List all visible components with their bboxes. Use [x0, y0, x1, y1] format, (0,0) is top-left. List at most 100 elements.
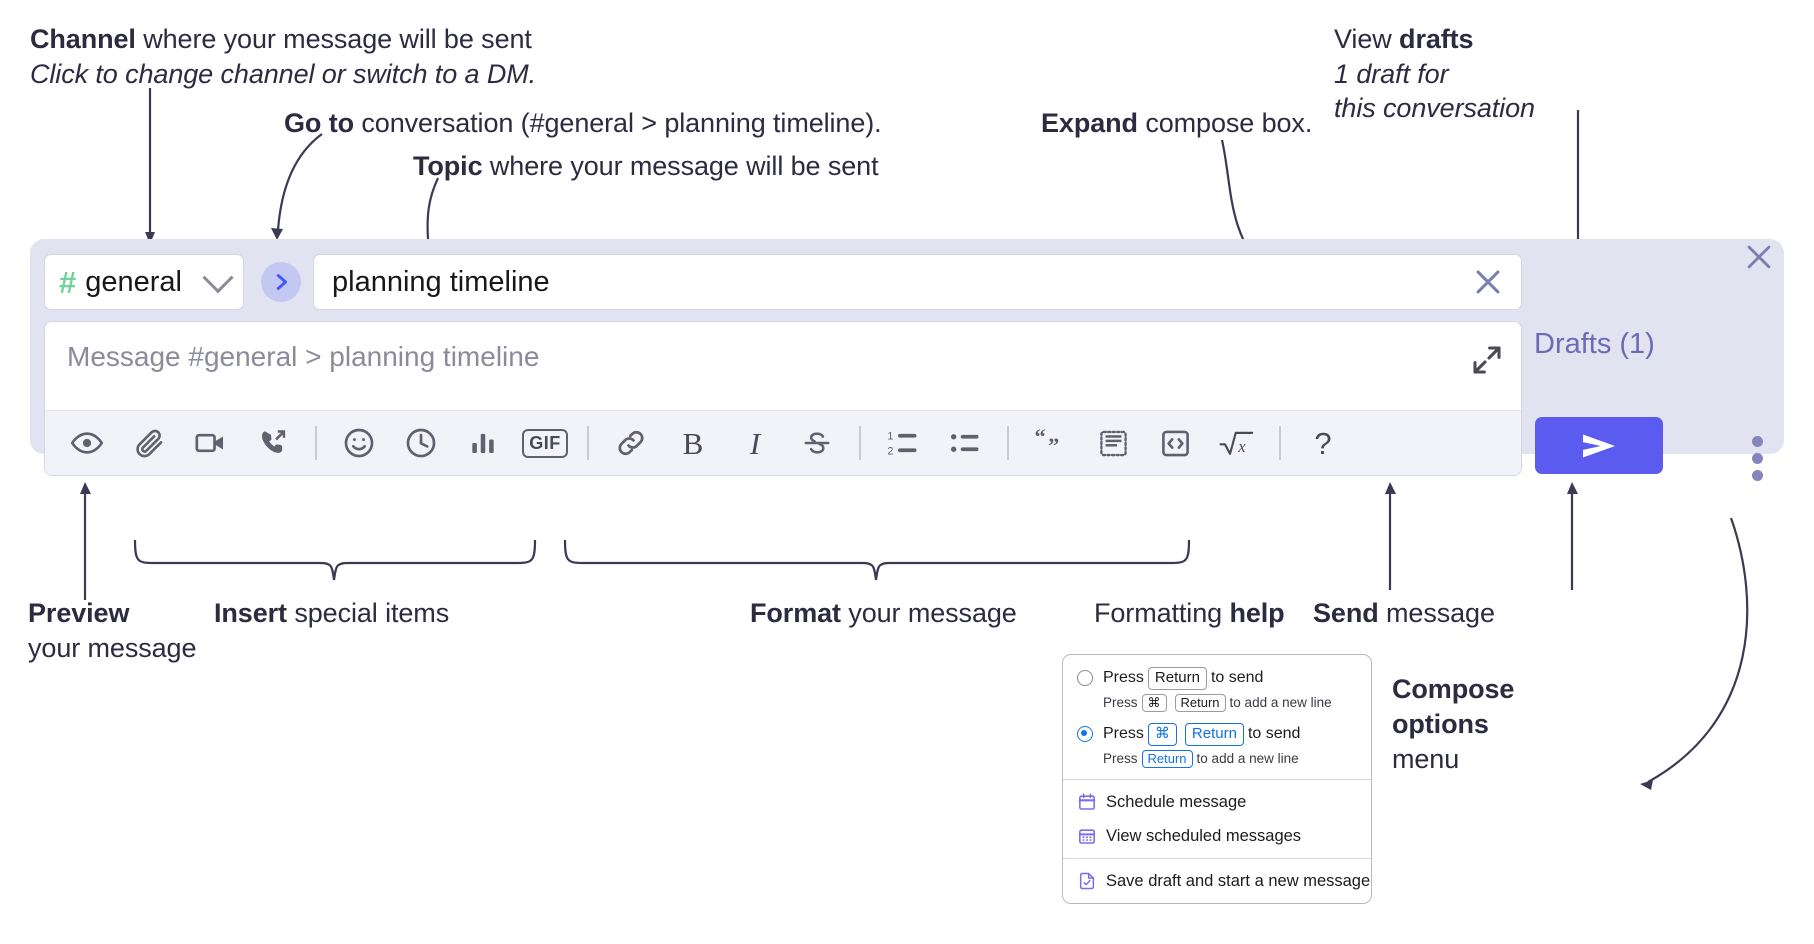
- message-input[interactable]: Message #general > planning timeline: [45, 322, 1521, 410]
- annotation-preview: Preview your message: [28, 596, 196, 665]
- annotation-help-pre: Formatting: [1094, 598, 1230, 628]
- annotation-help: Formatting help: [1094, 596, 1285, 631]
- drafts-link[interactable]: Drafts (1): [1534, 328, 1655, 360]
- opt1-sub-key-cmd: ⌘: [1141, 693, 1167, 712]
- menu-divider-1: [1063, 779, 1371, 780]
- calendar-list-icon: [1077, 826, 1097, 846]
- toolbar-divider-4: [1007, 426, 1009, 460]
- send-option-return-sub: Press ⌘ Return to add a new line: [1063, 691, 1371, 714]
- compose-widget: # general planning timeline Message #gen…: [30, 239, 1784, 476]
- annotation-help-bold: help: [1229, 598, 1285, 628]
- opt2-sub-post: to add a new line: [1196, 751, 1299, 767]
- help-icon[interactable]: ?: [1297, 417, 1349, 469]
- code-icon[interactable]: [1087, 417, 1139, 469]
- gif-icon[interactable]: GIF: [519, 417, 571, 469]
- expand-icon[interactable]: [1471, 344, 1503, 376]
- annotation-insert: Insert special items: [214, 596, 449, 631]
- annotation-preview-bold: Preview: [28, 598, 130, 628]
- topic-input[interactable]: planning timeline: [313, 254, 1522, 310]
- goto-conversation-button[interactable]: [261, 262, 301, 302]
- formatting-toolbar: GIF B I: [45, 410, 1521, 475]
- arrow-send: [1567, 482, 1578, 494]
- clock-icon[interactable]: [395, 417, 447, 469]
- hash-icon: #: [59, 264, 77, 300]
- radio-return[interactable]: [1077, 670, 1093, 687]
- annotation-send-bold: Send: [1313, 598, 1379, 628]
- help-label: ?: [1314, 425, 1332, 461]
- compose-options-button[interactable]: [1752, 436, 1766, 481]
- toolbar-divider-5: [1279, 426, 1281, 460]
- annotation-compose-options-line2: options: [1392, 709, 1489, 740]
- brace-insert: [133, 539, 537, 581]
- svg-text:”: ”: [1048, 433, 1059, 458]
- calendar-schedule-icon: [1077, 792, 1097, 812]
- link-icon[interactable]: [605, 417, 657, 469]
- preview-icon[interactable]: [61, 417, 113, 469]
- opt1-pre: Press: [1103, 669, 1144, 687]
- annotation-insert-rest: special items: [286, 598, 450, 628]
- kebab-dot-3: [1752, 470, 1763, 481]
- annotation-compose-options-line3: menu: [1392, 744, 1460, 775]
- svg-text:“: “: [1035, 425, 1046, 449]
- annotation-goto: Go to conversation (#general > planning …: [284, 106, 882, 141]
- chevron-down-icon: [202, 262, 234, 294]
- opt1-sub-post: to add a new line: [1229, 695, 1332, 711]
- video-icon[interactable]: [185, 417, 237, 469]
- annotation-compose-options-line1: Compose: [1392, 674, 1515, 704]
- strikethrough-icon[interactable]: [791, 417, 843, 469]
- toolbar-divider-1: [315, 426, 317, 460]
- poll-icon[interactable]: [457, 417, 509, 469]
- annotation-format: Format your message: [750, 596, 1017, 631]
- annotation-goto-rest: conversation (#general > planning timeli…: [353, 108, 882, 138]
- annotation-send-rest: message: [1378, 598, 1495, 628]
- menu-item-schedule-message[interactable]: Schedule message: [1063, 785, 1371, 819]
- close-icon[interactable]: [1471, 265, 1505, 299]
- channel-selector[interactable]: # general: [44, 254, 244, 310]
- save-draft-icon: [1077, 871, 1097, 891]
- send-option-return[interactable]: Press Return to send: [1063, 666, 1371, 691]
- annotation-format-bold: Format: [750, 598, 841, 628]
- annotation-send: Send message: [1313, 596, 1495, 631]
- attachment-icon[interactable]: [123, 417, 175, 469]
- send-option-cmd-return[interactable]: Press ⌘ Return to send: [1063, 722, 1371, 747]
- italic-icon[interactable]: I: [749, 425, 761, 461]
- blockquote-icon[interactable]: “ ”: [1025, 417, 1077, 469]
- svg-text:x: x: [1237, 437, 1246, 456]
- bulleted-list-icon[interactable]: [939, 417, 991, 469]
- annotation-preview-line2: your message: [28, 632, 197, 663]
- menu-divider-2: [1063, 858, 1371, 859]
- menu-item-save-draft[interactable]: Save draft and start a new message: [1063, 864, 1371, 898]
- arrow-preview: [80, 482, 91, 494]
- svg-text:2: 2: [887, 445, 893, 457]
- math-icon[interactable]: x: [1211, 417, 1263, 469]
- emoji-icon[interactable]: [333, 417, 385, 469]
- schedule-section: Schedule message View scheduled messages: [1063, 780, 1371, 858]
- arrow-help: [1385, 482, 1396, 494]
- message-placeholder: Message #general > planning timeline: [67, 341, 540, 372]
- annotation-goto-bold: Go to: [284, 108, 354, 138]
- channel-row: # general planning timeline: [44, 253, 1522, 311]
- channel-name-label: general: [85, 265, 182, 298]
- toolbar-divider-2: [587, 426, 589, 460]
- menu-item-save-draft-label: Save draft and start a new message: [1106, 871, 1371, 890]
- code-block-icon[interactable]: [1149, 417, 1201, 469]
- close-compose-icon[interactable]: [1742, 240, 1776, 274]
- annotation-compose-options: Compose options menu: [1392, 672, 1514, 777]
- ordered-list-icon[interactable]: 1 2: [877, 417, 929, 469]
- annotation-channel-italic: Click to change channel or switch to a D…: [30, 58, 537, 89]
- opt2-sub-key-return: Return: [1141, 749, 1193, 768]
- huddle-icon[interactable]: [247, 417, 299, 469]
- bold-icon[interactable]: B: [682, 425, 704, 461]
- annotation-expand-rest: compose box.: [1137, 108, 1313, 138]
- kebab-dot-2: [1752, 453, 1763, 464]
- annotation-channel: Channel where your message will be sent …: [30, 22, 536, 91]
- radio-cmd-return[interactable]: [1077, 726, 1093, 743]
- toolbar-divider-3: [859, 426, 861, 460]
- brace-format: [563, 539, 1191, 581]
- leader-compose-options: [1647, 517, 1749, 783]
- send-button[interactable]: [1535, 417, 1663, 474]
- annotation-insert-bold: Insert: [214, 598, 287, 628]
- gif-label: GIF: [522, 428, 568, 458]
- annotation-channel-bold: Channel: [30, 24, 136, 54]
- menu-item-view-scheduled[interactable]: View scheduled messages: [1063, 819, 1371, 853]
